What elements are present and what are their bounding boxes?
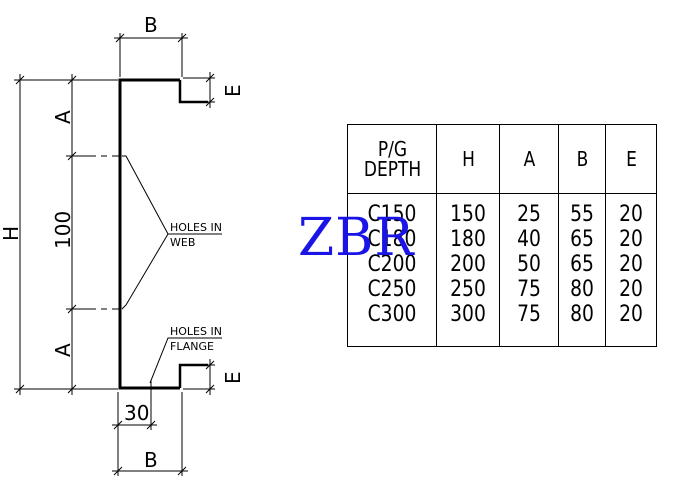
e-cell: 20 [619,302,643,327]
depth-cell: C250 [367,277,417,302]
top-lip [178,80,208,104]
holes-web-leader [121,155,169,310]
header-e: E [608,124,654,194]
dim-a-top-label: A [51,110,75,124]
b-cell: 65 [570,227,594,252]
dim-e-bottom-label: E [221,371,245,384]
table-header-row: P/G DEPTH H A B E [348,124,657,194]
e-cell: 20 [619,252,643,277]
depth-cell: C150 [367,202,417,227]
depth-cell: C180 [367,227,417,252]
holes-flange-leader [149,337,222,384]
dim-100-label: 100 [51,211,75,249]
h-column: 150 180 200 250 300 [436,193,500,347]
b-cell: 65 [570,252,594,277]
a-cell: 75 [517,302,541,327]
watermark-text: ZBR [298,208,415,268]
holes-web-label-line1: HOLES IN [170,221,222,234]
bottom-lip [178,363,208,388]
h-cell: 180 [450,227,486,252]
b-cell: 80 [570,277,594,302]
e-cell: 20 [619,227,643,252]
a-cell: 40 [517,227,541,252]
dimension-table: P/G DEPTH H A B E C150 C180 C200 C250 C3… [347,124,657,347]
a-cell: 50 [517,252,541,277]
b-cell: 55 [570,202,594,227]
header-b: B [561,124,603,194]
dim-a-bottom-label: A [51,343,75,357]
e-cell: 20 [619,202,643,227]
e-column: 20 20 20 20 20 [605,193,657,347]
holes-flange-label-line2: FLANGE [170,340,214,353]
header-depth-line1: P/G [377,137,407,161]
dim-h-label: H [0,226,23,241]
depth-cell: C300 [367,302,417,327]
dim-b-top-label: B [144,13,158,37]
header-h: H [440,124,496,194]
b-column: 55 65 65 80 80 [558,193,606,347]
holes-web-label-line2: WEB [170,236,195,249]
holes-flange-label-line1: HOLES IN [170,325,222,338]
table-body-row: C150 C180 C200 C250 C300 150 180 200 250… [347,193,657,347]
a-cell: 25 [517,202,541,227]
h-cell: 150 [450,202,486,227]
header-a: A [503,124,555,194]
e-cell: 20 [619,277,643,302]
c-profile-outline [118,78,180,390]
h-cell: 200 [450,252,486,277]
dim-30-label: 30 [124,401,149,425]
a-cell: 75 [517,277,541,302]
h-cell: 300 [450,302,486,327]
dim-b-bottom-label: B [144,448,158,472]
b-cell: 80 [570,302,594,327]
header-depth-line2: DEPTH [363,157,421,181]
dim-e-top-label: E [221,84,245,97]
a-column: 25 40 50 75 75 [499,193,559,347]
h-cell: 250 [450,277,486,302]
depth-cell: C200 [367,252,417,277]
header-depth: P/G DEPTH [353,124,431,194]
